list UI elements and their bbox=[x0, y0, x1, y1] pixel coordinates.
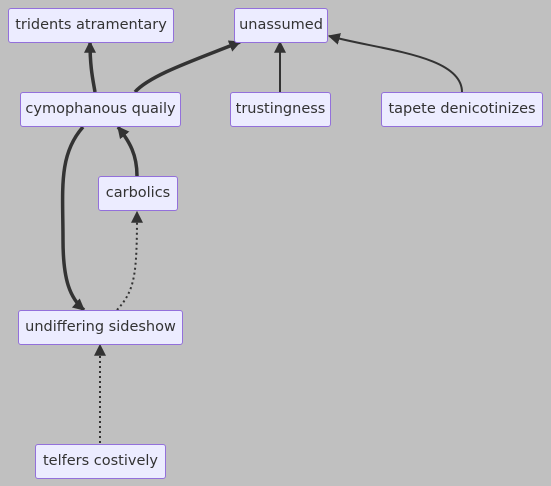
node-trustingness[interactable]: trustingness bbox=[230, 92, 331, 127]
edge-tapete-to-unassumed bbox=[327, 33, 463, 93]
edge-cymophanous-to-unassumed bbox=[133, 40, 242, 94]
node-carbolics[interactable]: carbolics bbox=[98, 176, 178, 211]
edge-carbolics-to-cymophanous bbox=[116, 125, 139, 177]
edge-cymophanous-to-tridents bbox=[84, 40, 97, 93]
node-telfers-costively[interactable]: telfers costively bbox=[35, 444, 166, 479]
node-unassumed[interactable]: unassumed bbox=[234, 8, 328, 43]
edge-cymophanous-to-undiffering bbox=[60, 125, 86, 312]
node-tapete-denicotinizes[interactable]: tapete denicotinizes bbox=[381, 92, 543, 127]
node-cymophanous-quaily[interactable]: cymophanous quaily bbox=[20, 92, 181, 127]
edge-undiffering-to-carbolics bbox=[116, 210, 143, 311]
node-undiffering-sideshow[interactable]: undiffering sideshow bbox=[18, 310, 183, 345]
node-tridents-atramentary[interactable]: tridents atramentary bbox=[8, 8, 174, 43]
